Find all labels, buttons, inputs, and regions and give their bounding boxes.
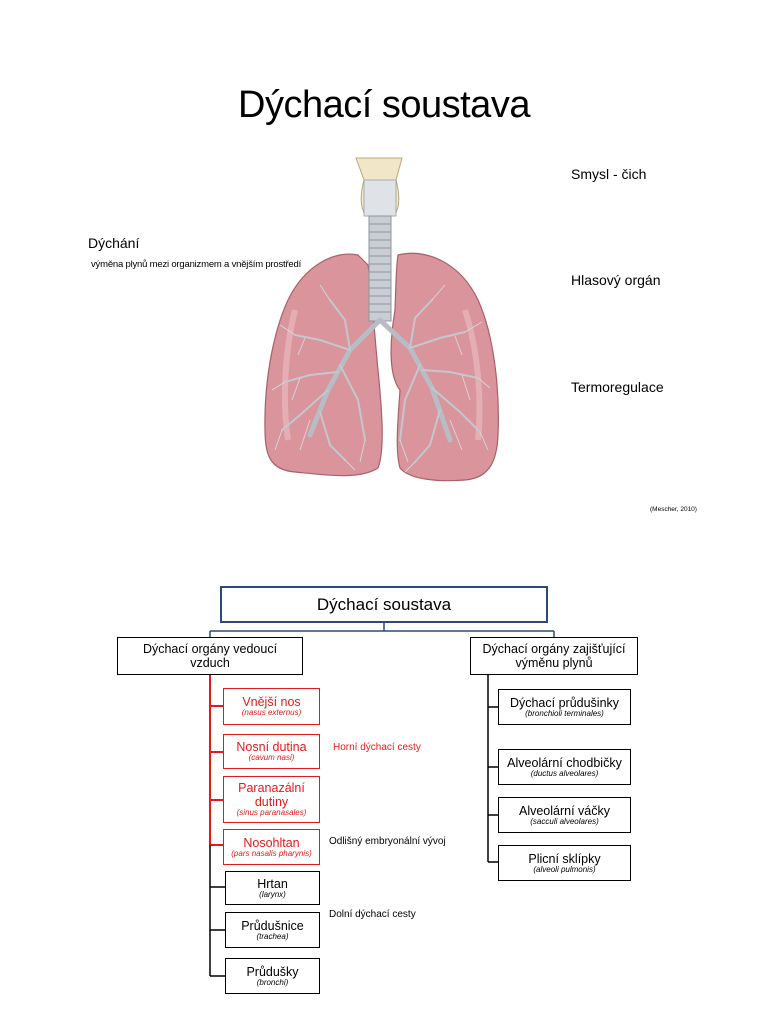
citation: (Mescher, 2010) bbox=[650, 506, 697, 513]
item-name: Nosní dutina bbox=[236, 740, 307, 755]
page-title: Dýchací soustava bbox=[238, 84, 530, 126]
root-box-respiratory-system: Dýchací soustava bbox=[220, 586, 548, 623]
item-name: Paranazální dutiny bbox=[238, 781, 305, 810]
item-terminal-bronchioles: Dýchací průdušinky (bronchioli terminale… bbox=[498, 689, 631, 725]
item-latin: (alveoli pulmonis) bbox=[533, 864, 596, 874]
item-alveoli: Plicní sklípky (alveoli pulmonis) bbox=[498, 845, 631, 881]
item-name: Plicní sklípky bbox=[528, 851, 601, 866]
breathing-heading: Dýchání bbox=[88, 235, 140, 251]
bronchial-tree bbox=[307, 317, 453, 443]
item-name: Vnější nos bbox=[242, 695, 301, 710]
item-nasopharynx: Nosohltan (pars nasalis pharynis) bbox=[223, 829, 320, 865]
item-latin: (pars nasalis pharynis) bbox=[231, 848, 312, 858]
note-lower-airways: Dolní dýchací cesty bbox=[329, 909, 416, 920]
category-conducting-airways: Dýchací orgány vedoucí vzduch bbox=[117, 637, 303, 675]
item-name: Hrtan bbox=[257, 876, 288, 891]
lungs-illustration bbox=[264, 157, 499, 482]
item-name: Alveolární váčky bbox=[518, 803, 610, 818]
category-label: Dýchací orgány vedoucí vzduch bbox=[142, 642, 278, 670]
item-name: Alveolární chodbičky bbox=[507, 755, 622, 770]
item-latin: (sinus paranasales) bbox=[236, 808, 307, 818]
item-latin: (trachea) bbox=[256, 931, 289, 941]
root-label: Dýchací soustava bbox=[316, 594, 452, 614]
item-latin: (bronchi) bbox=[256, 977, 289, 987]
item-latin: (larynx) bbox=[259, 889, 286, 899]
item-alveolar-sacs: Alveolární váčky (sacculi alveolares) bbox=[498, 797, 631, 833]
item-latin: (nasus externus) bbox=[241, 708, 302, 718]
note-embryonic-development: Odlišný embryonální vývoj bbox=[329, 836, 446, 847]
item-nasal-cavity: Nosní dutina (cavum nasi) bbox=[223, 734, 320, 769]
item-latin: (sacculi alveolares) bbox=[530, 816, 599, 826]
breathing-description: výměna plynů mezi organizmem a vnějším p… bbox=[91, 259, 302, 270]
item-alveolar-ducts: Alveolární chodbičky (ductus alveolares) bbox=[498, 749, 631, 785]
item-larynx: Hrtan (larynx) bbox=[225, 871, 320, 905]
item-name: Průdušky bbox=[246, 964, 299, 979]
category-gas-exchange: Dýchací orgány zajišťující výměnu plynů bbox=[470, 637, 638, 675]
item-latin: (cavum nasi) bbox=[248, 753, 295, 763]
item-name: Dýchací průdušinky bbox=[509, 695, 620, 710]
category-label: Dýchací orgány zajišťující výměnu plynů bbox=[482, 642, 626, 670]
item-name: Průdušnice bbox=[241, 918, 304, 933]
annotation-smell: Smysl - čich bbox=[571, 166, 647, 182]
annotation-thermoregulation: Termoregulace bbox=[571, 379, 664, 395]
item-external-nose: Vnější nos (nasus externus) bbox=[223, 688, 320, 725]
item-latin: (ductus alveolares) bbox=[530, 768, 599, 778]
item-bronchi: Průdušky (bronchi) bbox=[225, 958, 320, 994]
note-upper-airways: Horní dýchací cesty bbox=[333, 742, 421, 753]
annotation-voice: Hlasový orgán bbox=[571, 272, 661, 288]
item-name: Nosohltan bbox=[243, 835, 300, 850]
item-paranasal-sinuses: Paranazální dutiny (sinus paranasales) bbox=[223, 776, 320, 823]
item-latin: (bronchioli terminales) bbox=[525, 708, 604, 718]
item-trachea: Průdušnice (trachea) bbox=[225, 912, 320, 948]
